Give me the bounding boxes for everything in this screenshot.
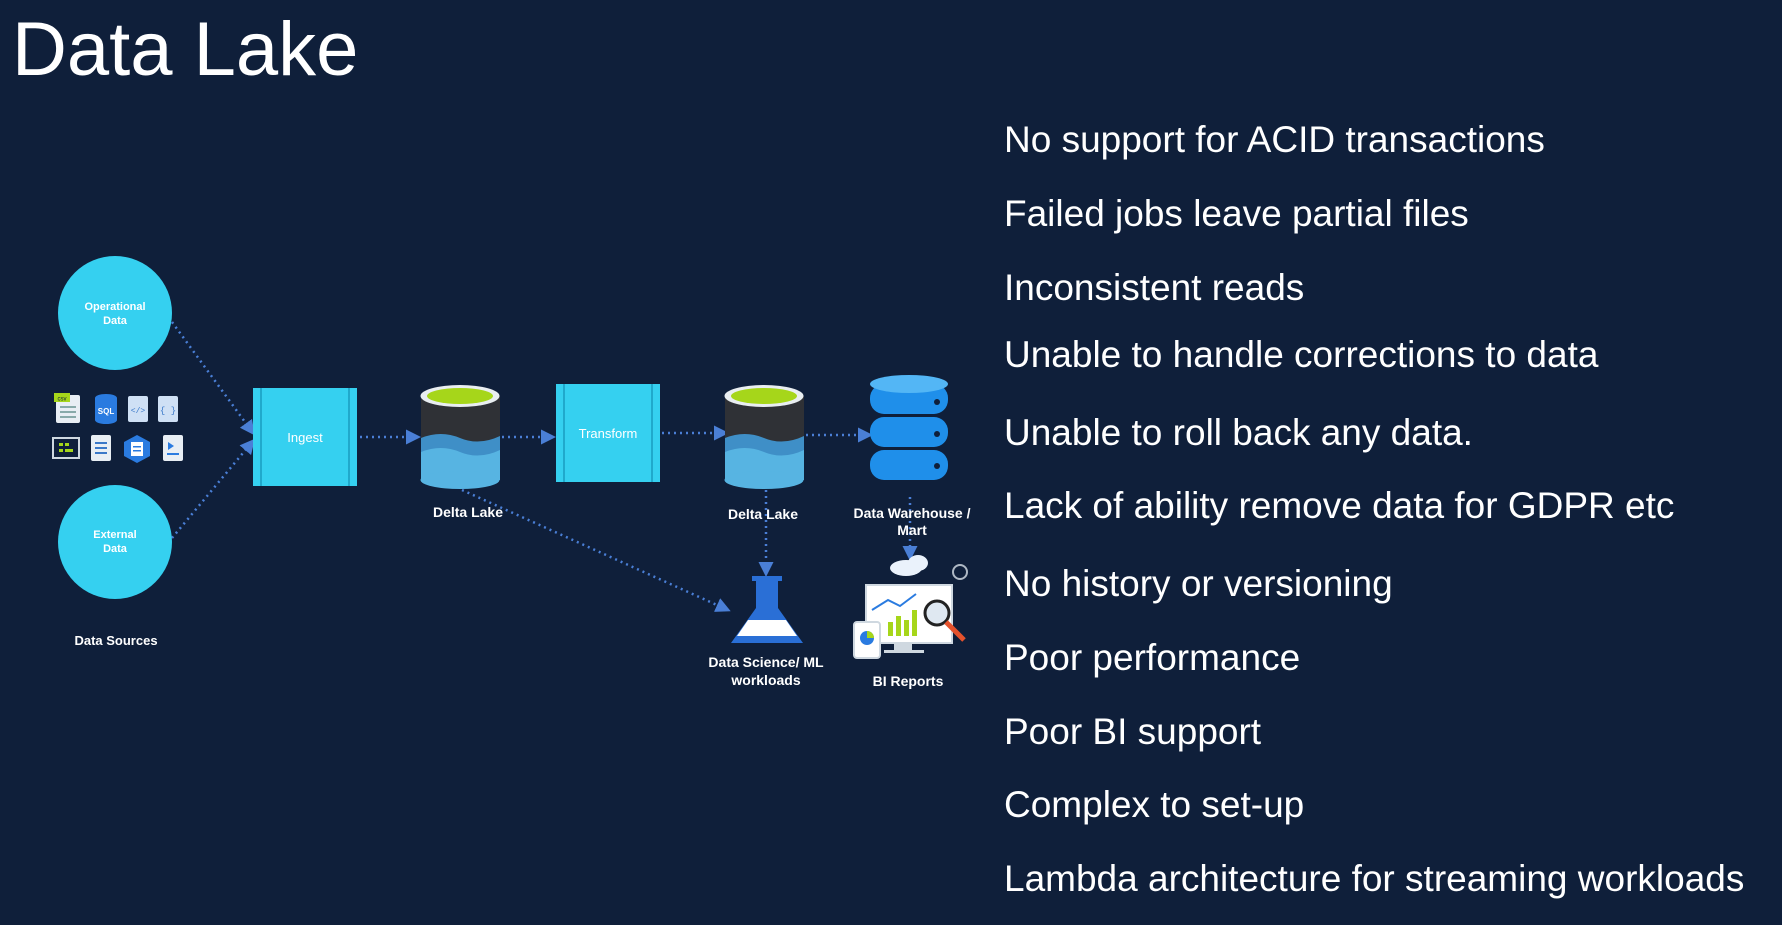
bi-reports-label: BI Reports [873, 673, 944, 689]
limitation-item: Failed jobs leave partial files [1004, 193, 1469, 234]
svg-text:SQL: SQL [98, 407, 115, 416]
json-file-icon: { } [158, 396, 178, 422]
operational-data-label-line1: Operational [84, 301, 145, 313]
table-grid-icon [52, 437, 80, 459]
limitation-item: Unable to handle corrections to data [1004, 334, 1599, 375]
limitation-item: Inconsistent reads [1004, 267, 1305, 308]
limitation-item: Poor BI support [1004, 711, 1262, 752]
delta-lake-2-cylinder [724, 385, 804, 489]
limitation-item: No support for ACID transactions [1004, 119, 1545, 160]
data-warehouse-label-line1: Data Warehouse / [854, 505, 971, 521]
limitation-item: Poor performance [1004, 637, 1301, 678]
delta-lake-1-cylinder [420, 385, 500, 489]
bi-reports-dashboard-icon [853, 555, 968, 659]
external-data-label-line1: External [93, 529, 136, 541]
flow-arrows [170, 321, 918, 612]
limitation-item: Lack of ability remove data for GDPR etc [1004, 485, 1675, 526]
file-type-icons: csv SQL </> { } [52, 393, 183, 463]
transform-label: Transform [579, 426, 638, 441]
external-data-label-line2: Data [103, 543, 128, 555]
flask-icon [731, 576, 803, 643]
operational-data-label-line2: Data [103, 315, 128, 327]
ingest-label: Ingest [287, 430, 323, 445]
csv-file-icon: csv [54, 393, 80, 423]
sql-database-icon: SQL [95, 394, 117, 424]
arrow-lake1-to-datascience [461, 488, 731, 612]
external-data-node: External Data [58, 485, 172, 599]
data-warehouse-stack-icon [870, 375, 948, 480]
script-file-icon [163, 435, 183, 461]
limitation-item: Complex to set-up [1004, 784, 1305, 825]
code-file-icon: </> [128, 396, 148, 422]
limitation-item: No history or versioning [1004, 563, 1393, 604]
svg-text:csv: csv [58, 397, 67, 403]
data-lake-diagram: Operational Data csv SQL </> { } [52, 256, 971, 689]
document-icon [91, 435, 111, 461]
data-science-label-line2: workloads [730, 672, 800, 688]
operational-data-node: Operational Data [58, 256, 172, 370]
svg-text:{ }: { } [160, 406, 176, 416]
transform-box: Transform [556, 384, 660, 482]
delta-lake-1-label: Delta Lake [433, 504, 503, 520]
data-warehouse-label-line2: Mart [897, 522, 927, 538]
arrow-operational-to-ingest [170, 321, 255, 436]
limitation-item: Lambda architecture for streaming worklo… [1004, 858, 1745, 899]
limitation-item: Unable to roll back any data. [1004, 412, 1473, 453]
ingest-box: Ingest [253, 388, 357, 486]
hexagon-document-icon [124, 435, 150, 463]
svg-text:</>: </> [131, 407, 146, 416]
page-title: Data Lake [12, 7, 359, 92]
data-sources-label: Data Sources [74, 633, 157, 648]
arrow-external-to-ingest [171, 438, 255, 539]
delta-lake-2-label: Delta Lake [728, 506, 798, 522]
data-science-label-line1: Data Science/ ML [708, 654, 824, 670]
